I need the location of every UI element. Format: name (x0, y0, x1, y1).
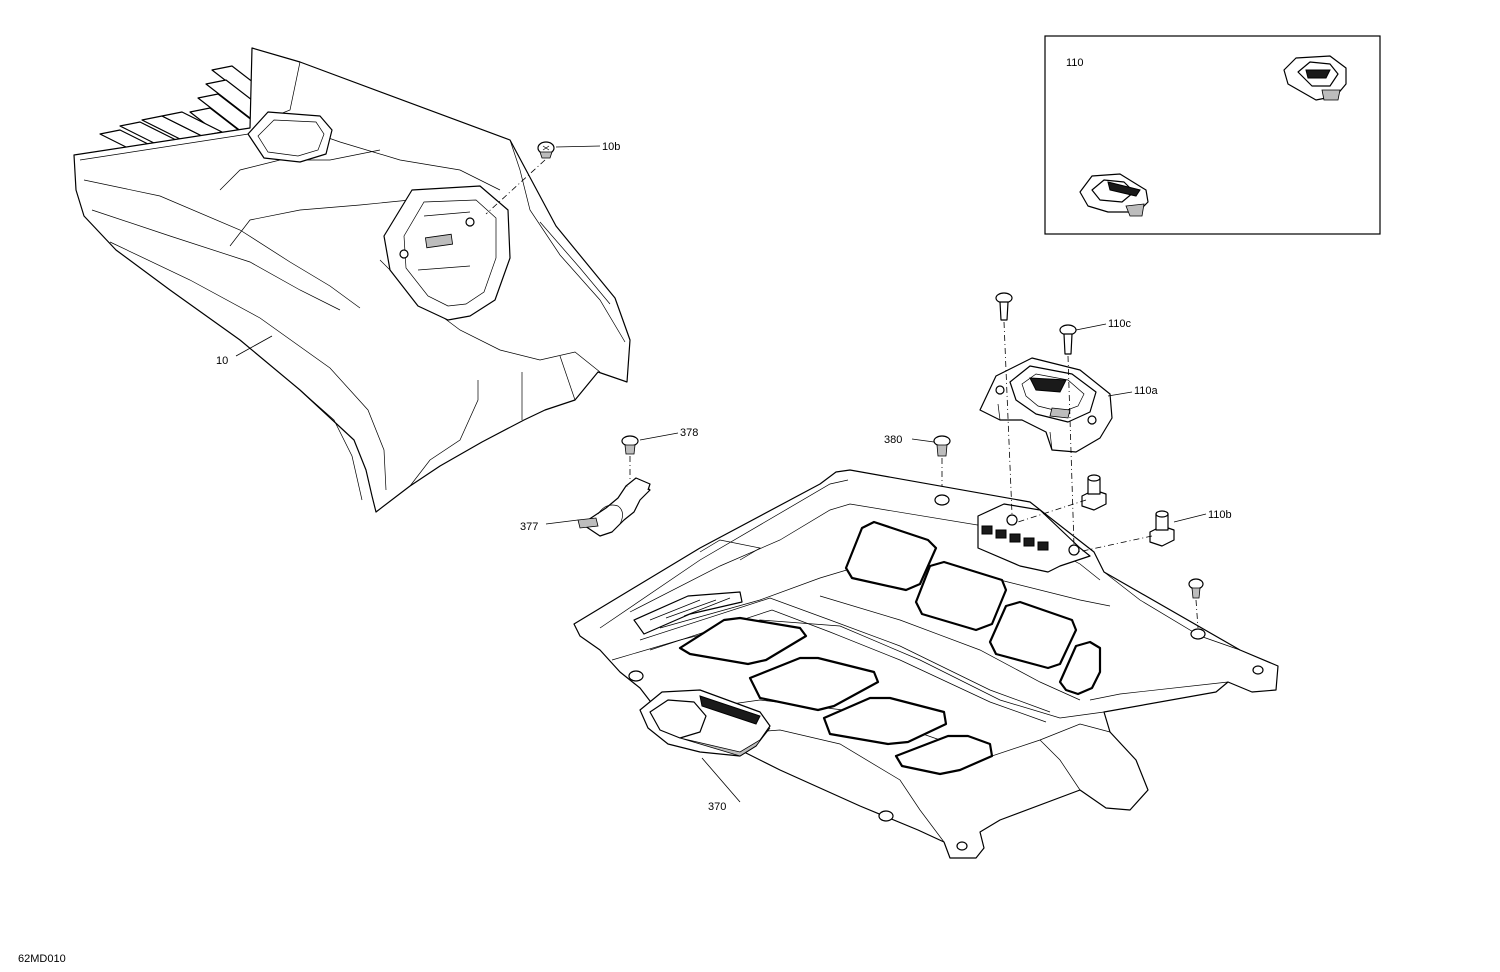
callout-110c: 110c (1108, 318, 1132, 330)
screw-110c (995, 292, 1107, 547)
callout-110a: 110a (1134, 385, 1159, 397)
handle-110a (979, 357, 1133, 453)
callout-10: 10 (216, 355, 228, 367)
callout-378: 378 (680, 427, 698, 439)
screw-380 (911, 435, 951, 490)
nut-110b (1017, 474, 1207, 553)
drawing-id: 62MD010 (18, 953, 66, 965)
callout-380: 380 (884, 434, 902, 446)
inset-kit-110 (1044, 35, 1381, 235)
screw-right (1188, 578, 1204, 629)
fastener-378 (621, 432, 679, 480)
front-cover-panel (73, 47, 631, 513)
leader-10 (235, 335, 273, 357)
callout-10b: 10b (602, 141, 620, 153)
skid-plate-370 (573, 469, 1279, 859)
callout-110: 110 (1066, 57, 1084, 69)
callout-110b: 110b (1208, 509, 1232, 521)
clip-bracket-377 (545, 477, 651, 537)
callout-370: 370 (708, 801, 726, 813)
screw-10b (485, 141, 601, 215)
grille-teeth (99, 65, 277, 155)
callout-377: 377 (520, 521, 538, 533)
